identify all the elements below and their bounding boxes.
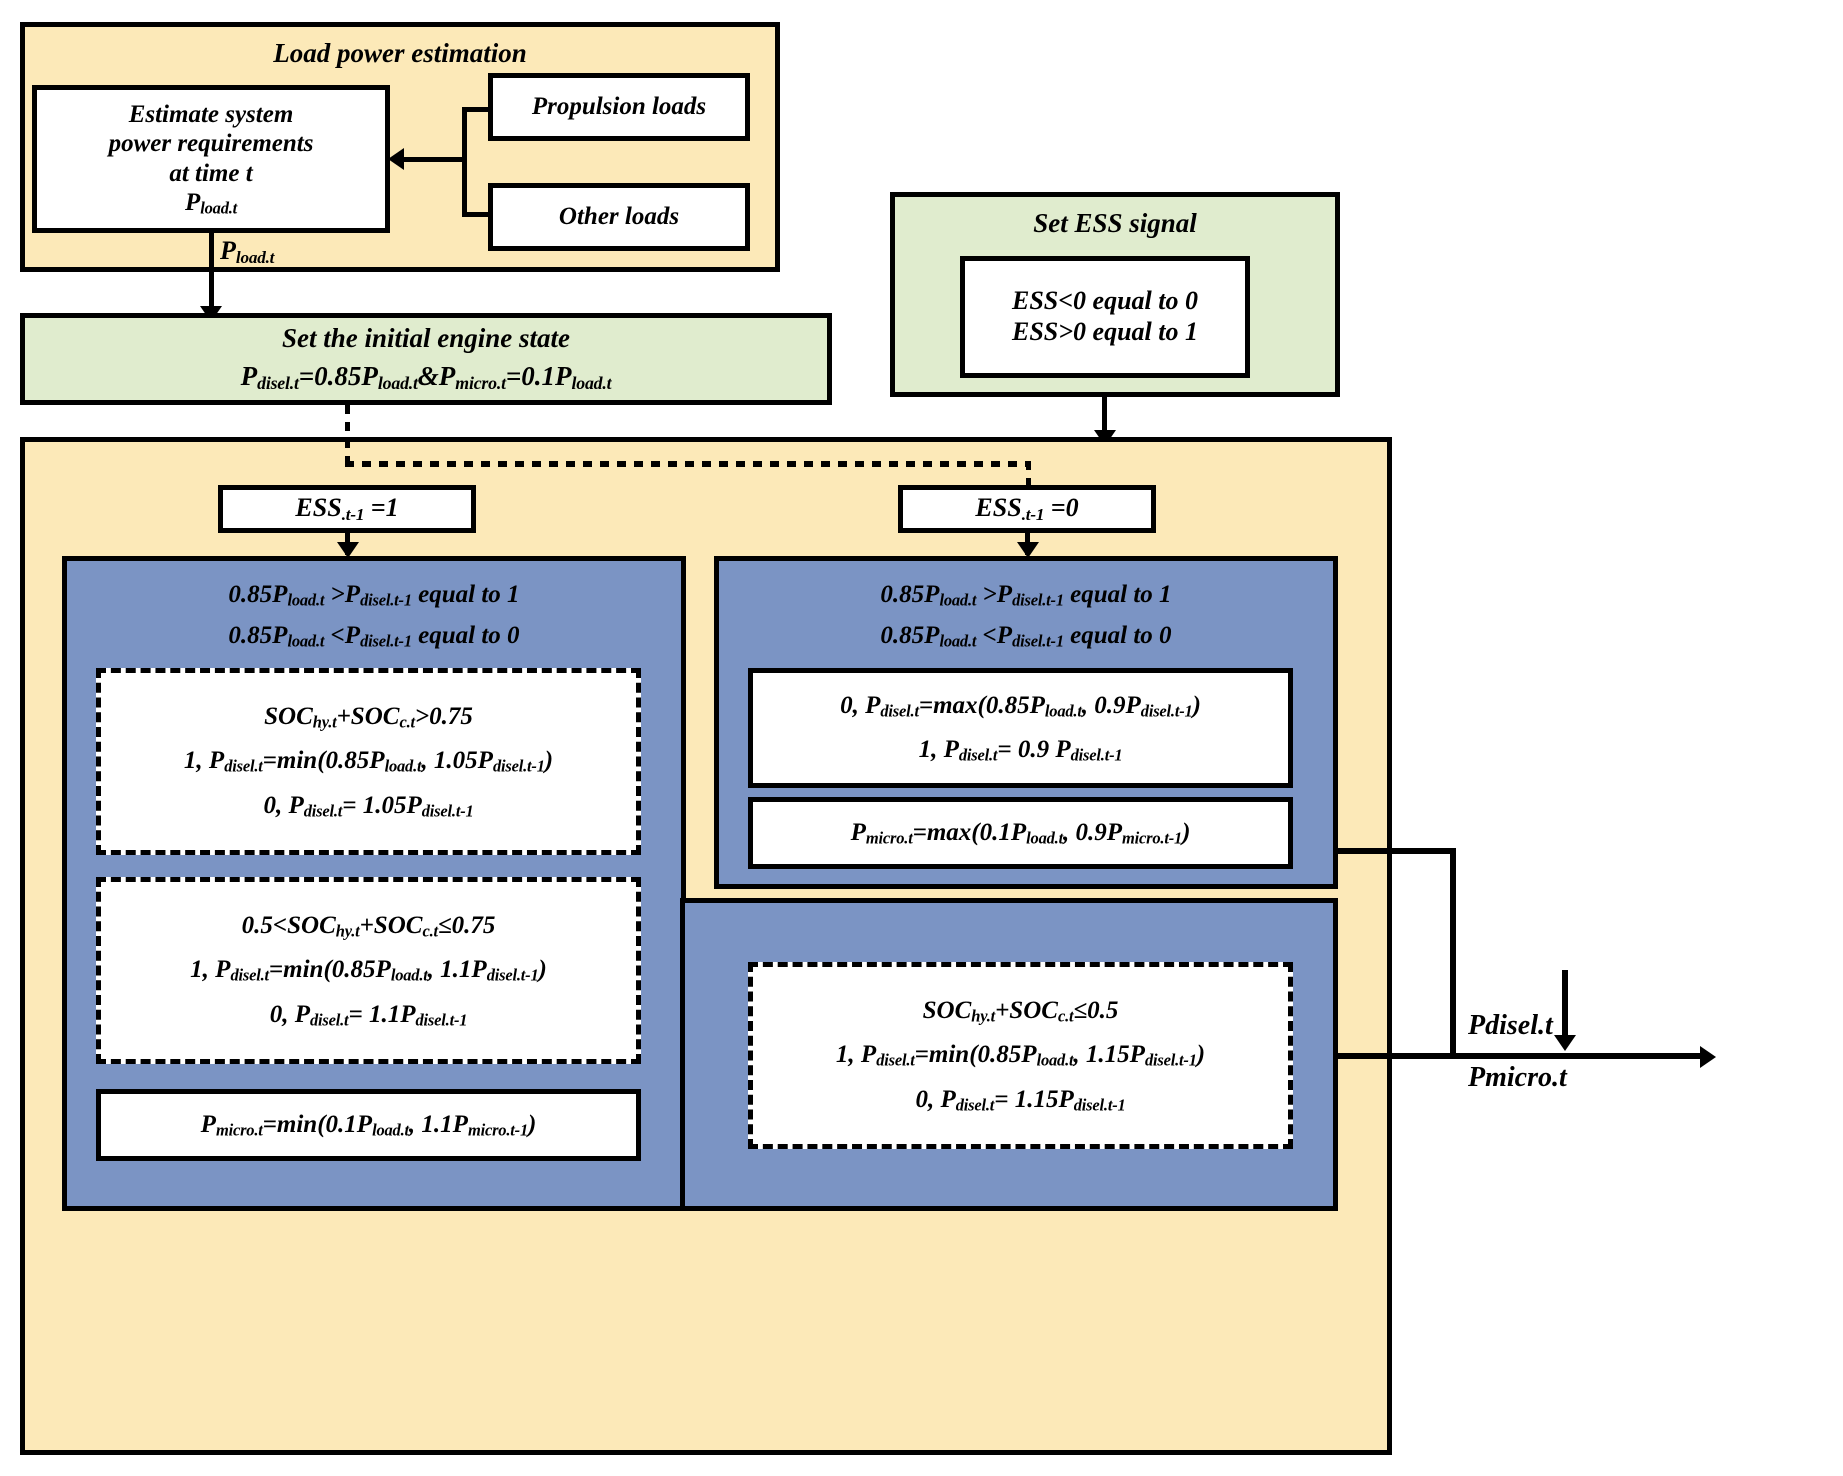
estimate-line-4: Pload.t [184, 189, 238, 218]
left-box1-line-1: SOChy.t+SOCc.t>0.75 [264, 702, 473, 732]
left-box2-line-1: 0.5<SOChy.t+SOCc.t≤0.75 [241, 911, 496, 941]
arrow-output-right [1700, 1046, 1716, 1068]
right-micro-power-box: Pmicro.t=max(0.1Pload.t, 0.9Pmicro.t-1) [748, 797, 1293, 869]
right-condition-line-2: 0.85Pload.t <Pdisel.t-1 equal to 0 [880, 621, 1172, 651]
left-micro-equation: Pmicro.t=min(0.1Pload.t, 1.1Pmicro.t-1) [200, 1110, 537, 1140]
right-dashed-box-soc-le-05: SOChy.t+SOCc.t≤0.5 1, Pdisel.t=min(0.85P… [748, 962, 1293, 1149]
decision-label-left: ESS.t-1 =1 [295, 493, 399, 524]
set-initial-engine-state-box: Set the initial engine state Pdisel.t=0.… [20, 313, 832, 405]
right-box2-line-1: SOChy.t+SOCc.t≤0.5 [922, 996, 1119, 1026]
left-box2-line-3: 0, Pdisel.t= 1.1Pdisel.t-1 [269, 1000, 468, 1030]
left-dashed-box-soc-05-to-075: 0.5<SOChy.t+SOCc.t≤0.75 1, Pdisel.t=min(… [96, 877, 641, 1064]
other-loads-box: Other loads [488, 183, 750, 251]
right-box1-line-1: 0, Pdisel.t=max(0.85Pload.t, 0.9Pdisel.t… [840, 691, 1201, 721]
other-loads-label: Other loads [558, 203, 680, 231]
ess-signal-rules-box: ESS<0 equal to 0 ESS>0 equal to 1 [960, 256, 1250, 378]
connector-ess-signal-down [1102, 397, 1107, 445]
left-dashed-box-soc-gt-075: SOChy.t+SOCc.t>0.75 1, Pdisel.t=min(0.85… [96, 668, 641, 855]
left-box1-line-2: 1, Pdisel.t=min(0.85Pload.t, 1.05Pdisel.… [183, 747, 554, 776]
propulsion-loads-label: Propulsion loads [531, 93, 707, 121]
decision-box-ess-equals-1: ESS.t-1 =1 [218, 485, 476, 533]
left-box1-line-3: 0, Pdisel.t= 1.05Pdisel.t-1 [263, 791, 474, 821]
connector-pload-vertical [209, 233, 214, 318]
initial-engine-title: Set the initial engine state [281, 322, 571, 353]
estimate-line-3: at time t [169, 159, 253, 187]
load-power-estimation-title: Load power estimation [273, 38, 527, 68]
connector-loads-vertical [462, 107, 467, 217]
output-line-upper-down-arrow-stem [1562, 970, 1568, 1045]
edge-label-pload: Pload.t [220, 236, 275, 267]
output-line-lower-horizontal [1336, 1053, 1706, 1059]
arrow-loads-to-estimate [388, 148, 404, 170]
right-white-box-pdisel: 0, Pdisel.t=max(0.85Pload.t, 0.9Pdisel.t… [748, 668, 1293, 788]
dashed-connector-vertical-left [345, 405, 350, 465]
left-micro-power-box: Pmicro.t=min(0.1Pload.t, 1.1Pmicro.t-1) [96, 1089, 641, 1161]
right-micro-equation: Pmicro.t=max(0.1Pload.t, 0.9Pmicro.t-1) [850, 818, 1191, 848]
set-ess-signal-title: Set ESS signal [1033, 208, 1197, 238]
estimate-system-power-box: Estimate system power requirements at ti… [32, 85, 390, 233]
ess-rule-1: ESS<0 equal to 0 [1011, 286, 1199, 316]
right-box1-line-2: 1, Pdisel.t= 0.9 Pdisel.t-1 [918, 736, 1123, 765]
initial-engine-equation: Pdisel.t=0.85Pload.t&Pmicro.t=0.1Pload.t [240, 361, 612, 394]
estimate-line-2: power requirements [108, 130, 314, 158]
right-box2-line-2: 1, Pdisel.t=min(0.85Pload.t, 1.15Pdisel.… [835, 1041, 1206, 1070]
left-box2-line-2: 1, Pdisel.t=min(0.85Pload.t, 1.1Pdisel.t… [190, 956, 547, 985]
connector-propulsion-stub [462, 107, 490, 112]
propulsion-loads-box: Propulsion loads [488, 73, 750, 141]
output-label-pdisel: Pdisel.t [1468, 1010, 1553, 1041]
left-condition-line-1: 0.85Pload.t >Pdisel.t-1 equal to 1 [228, 581, 520, 610]
connector-other-stub [462, 212, 490, 217]
dashed-connector-vertical-right [1026, 461, 1031, 487]
arrow-left-decision-down [337, 542, 359, 558]
arrow-right-decision-down [1017, 542, 1039, 558]
output-label-pmicro: Pmicro.t [1468, 1062, 1567, 1093]
decision-box-ess-equals-0: ESS.t-1 =0 [898, 485, 1156, 533]
connector-loads-to-estimate [400, 157, 464, 162]
estimate-line-1: Estimate system [128, 100, 294, 128]
decision-label-right: ESS.t-1 =0 [975, 493, 1079, 524]
right-box2-line-3: 0, Pdisel.t= 1.15Pdisel.t-1 [915, 1085, 1126, 1115]
left-condition-line-2: 0.85Pload.t <Pdisel.t-1 equal to 0 [228, 621, 520, 651]
dashed-connector-horizontal [345, 461, 1031, 467]
arrow-output-merge-down [1554, 1035, 1576, 1051]
output-line-upper-horizontal [1336, 848, 1456, 854]
ess-rule-2: ESS>0 equal to 1 [1011, 317, 1199, 346]
right-condition-line-1: 0.85Pload.t >Pdisel.t-1 equal to 1 [880, 581, 1172, 610]
output-line-upper-vertical [1450, 848, 1456, 1057]
